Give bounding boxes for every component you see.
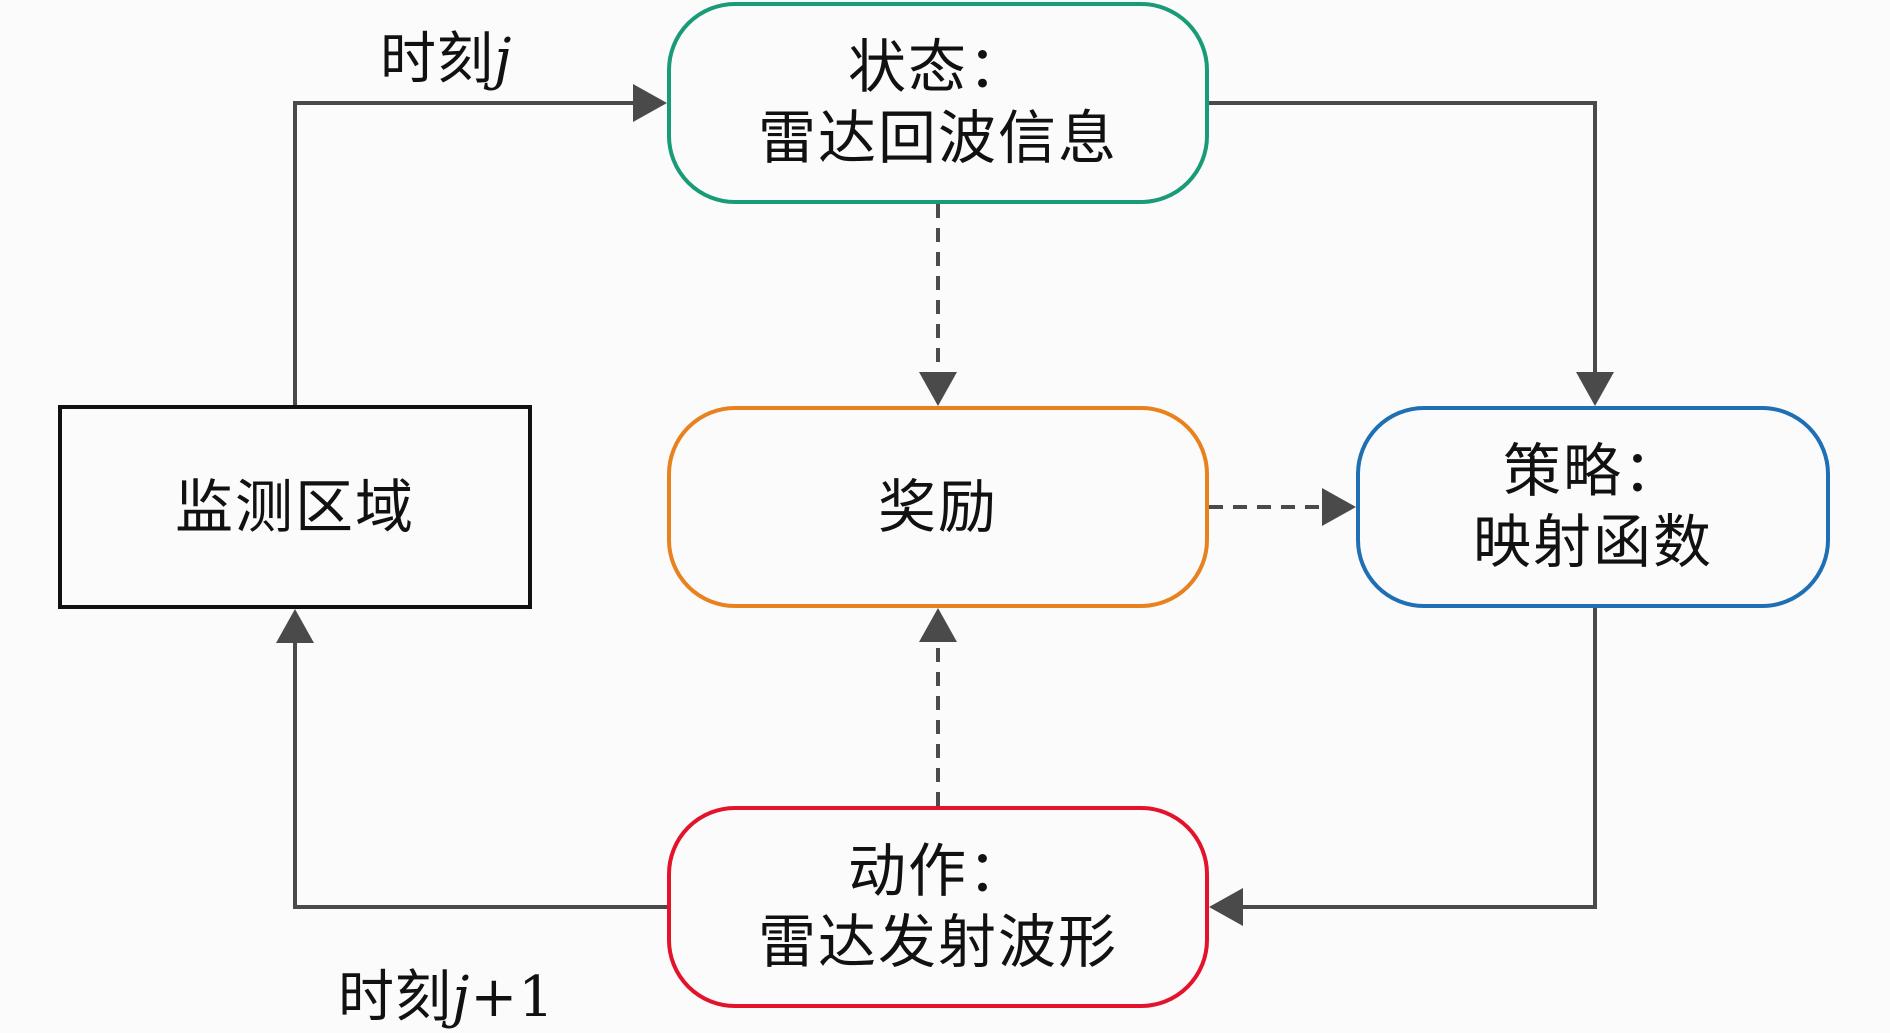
time-j1-variable: j [452, 965, 471, 1030]
arrowhead-into-reward-bottom [919, 608, 957, 642]
state-node: 状态： 雷达回波信息 [667, 2, 1209, 204]
time-j-prefix: 时刻 [380, 27, 494, 92]
state-title: 状态： [847, 33, 1028, 102]
monitoring-area-label: 监测区域 [174, 472, 415, 541]
edge-monitor-to-state [293, 101, 636, 405]
monitoring-area-node: 监测区域 [58, 405, 532, 609]
arrowhead-into-monitor [276, 609, 314, 643]
time-j1-suffix: +1 [470, 965, 555, 1030]
time-j-plus-1-label: 时刻j+1 [338, 952, 555, 1033]
reward-node: 奖励 [667, 406, 1209, 608]
time-j-label: 时刻j [380, 14, 512, 95]
action-node: 动作： 雷达发射波形 [667, 806, 1209, 1008]
arrowhead-into-action [1209, 888, 1243, 926]
reward-label: 奖励 [877, 472, 998, 541]
time-j-variable: j [494, 27, 513, 92]
arrowhead-into-state [633, 84, 667, 122]
arrowhead-into-reward-top [919, 372, 957, 406]
edge-action-to-monitor [293, 641, 667, 909]
state-body: 雷达回波信息 [757, 104, 1118, 172]
policy-node: 策略： 映射函数 [1356, 406, 1830, 608]
policy-body: 映射函数 [1472, 508, 1713, 576]
edge-policy-to-action [1240, 608, 1597, 909]
policy-title: 策略： [1502, 437, 1683, 506]
action-body: 雷达发射波形 [757, 908, 1118, 976]
arrowhead-into-policy-left [1322, 488, 1356, 526]
arrowhead-into-policy [1576, 372, 1614, 406]
edge-state-to-policy [1209, 101, 1597, 374]
time-j1-prefix: 时刻 [338, 965, 452, 1030]
action-title: 动作： [847, 837, 1028, 906]
